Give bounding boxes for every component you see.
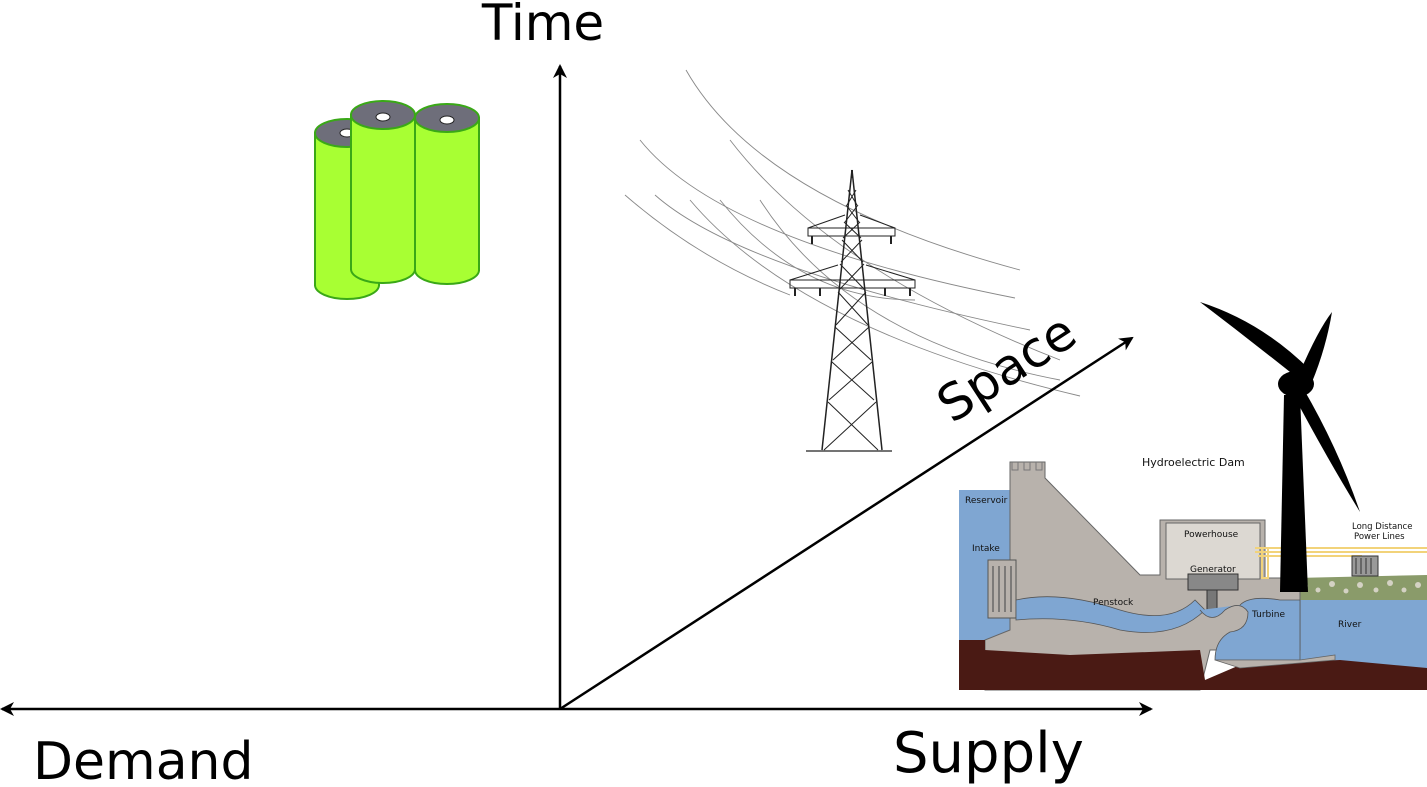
turbine-label: Turbine (1251, 610, 1285, 620)
powerhouse-label: Powerhouse (1184, 530, 1239, 540)
power-cables (624, 69, 1081, 397)
intake-label: Intake (972, 544, 1000, 554)
space-axis-label: Space (927, 302, 1086, 434)
reservoir-label: Reservoir (965, 496, 1008, 506)
battery-cell-right (414, 103, 480, 285)
axes (0, 64, 1153, 716)
battery-cells-icon (314, 100, 480, 300)
time-axis-label: Time (481, 0, 604, 52)
battery-cell-middle (350, 100, 416, 284)
dam-title-label: Hydroelectric Dam (1142, 456, 1245, 469)
river-label: River (1338, 620, 1362, 630)
space-axis (559, 336, 1134, 711)
penstock-label: Penstock (1093, 598, 1134, 608)
supply-axis-label: Supply (893, 721, 1084, 786)
demand-axis-label: Demand (33, 732, 254, 787)
power-lines-label-line1: Long Distance (1352, 522, 1412, 532)
power-lines-label-line2: Power Lines (1354, 532, 1405, 542)
transmission-tower-icon (624, 69, 1081, 452)
hydroelectric-dam-icon: Hydroelectric Dam Reservoir Intake Power… (959, 456, 1427, 691)
generator-label: Generator (1190, 565, 1236, 575)
intake-grate (987, 559, 1017, 619)
wind-turbine-icon (1200, 302, 1360, 592)
